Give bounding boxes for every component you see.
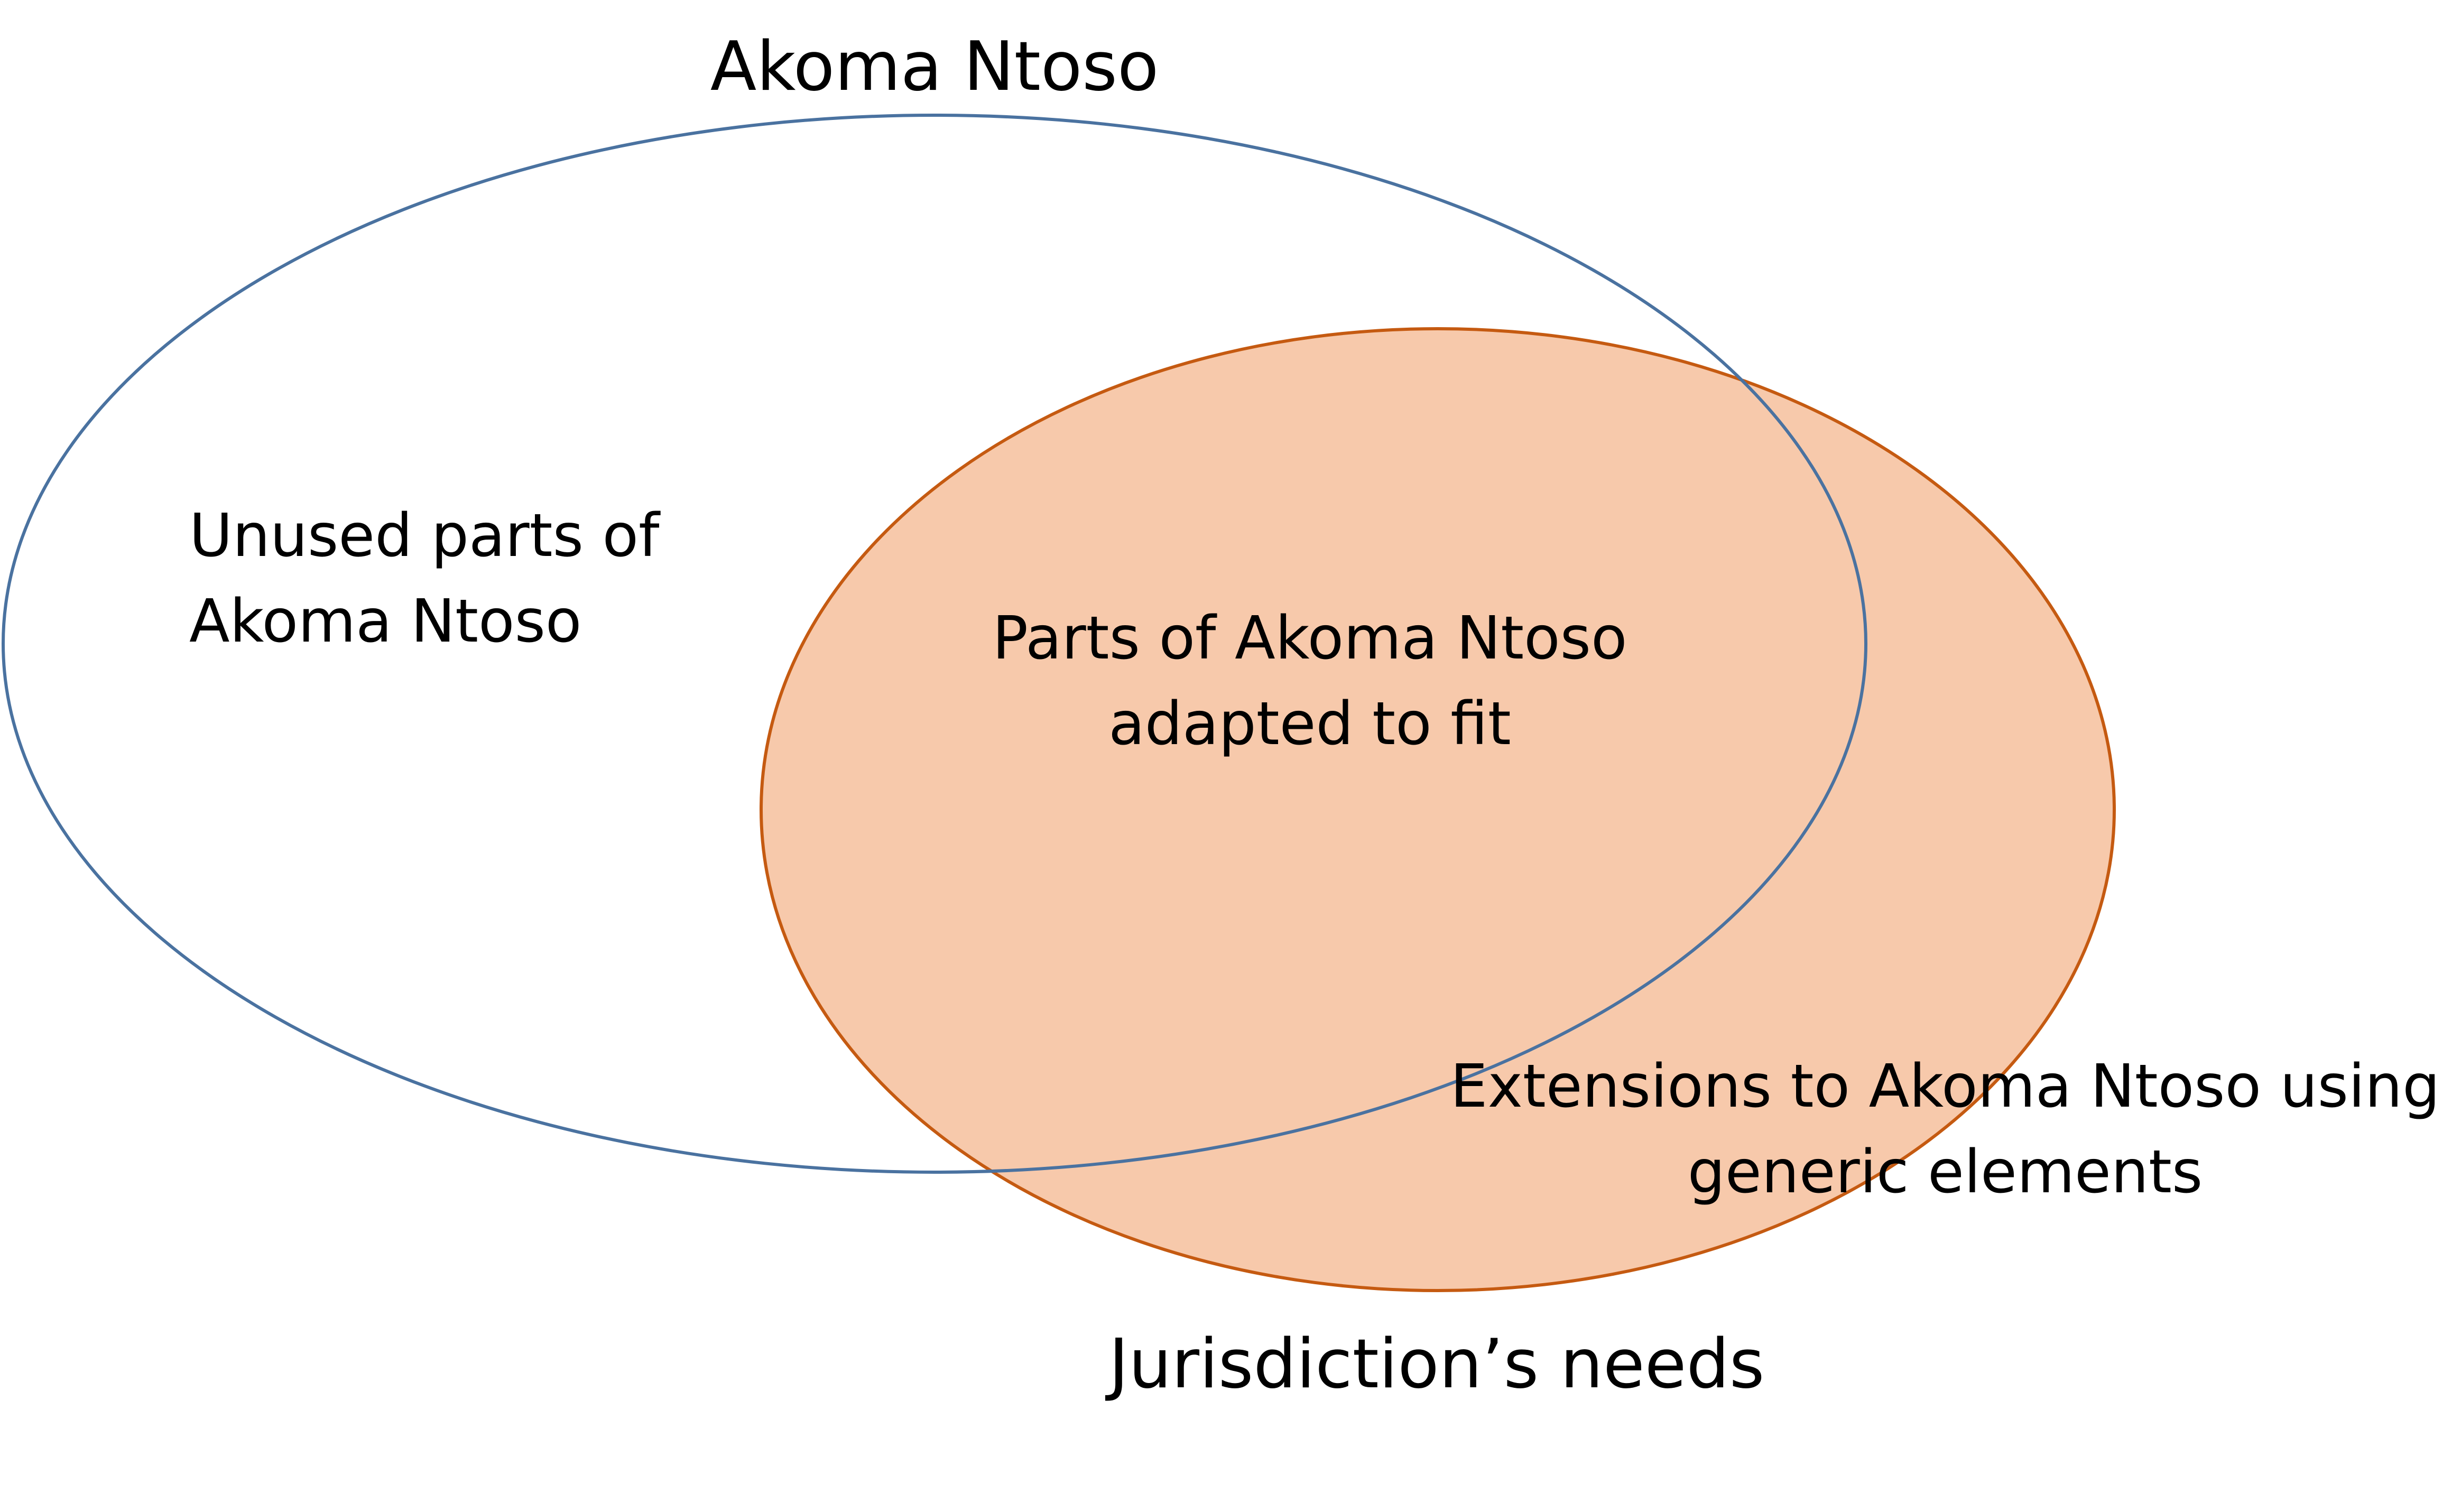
- unused-parts-label-line1: Unused parts of: [189, 502, 661, 570]
- akoma-ntoso-ellipse: [2, 114, 1867, 1174]
- overlap-label-line2: adapted to fit: [1108, 690, 1511, 758]
- jurisdiction-needs-title: Jurisdiction’s needs: [1105, 1325, 1765, 1404]
- overlap-label-line1: Parts of Akoma Ntoso: [992, 604, 1627, 673]
- jurisdiction-needs-ellipse: [760, 327, 2116, 1292]
- extensions-label-line1: Extensions to Akoma Ntoso using: [1450, 1052, 2440, 1121]
- extensions-label-line2: generic elements: [1688, 1138, 2203, 1207]
- akoma-ntoso-title: Akoma Ntoso: [710, 27, 1159, 106]
- unused-parts-label-line2: Akoma Ntoso: [189, 587, 581, 656]
